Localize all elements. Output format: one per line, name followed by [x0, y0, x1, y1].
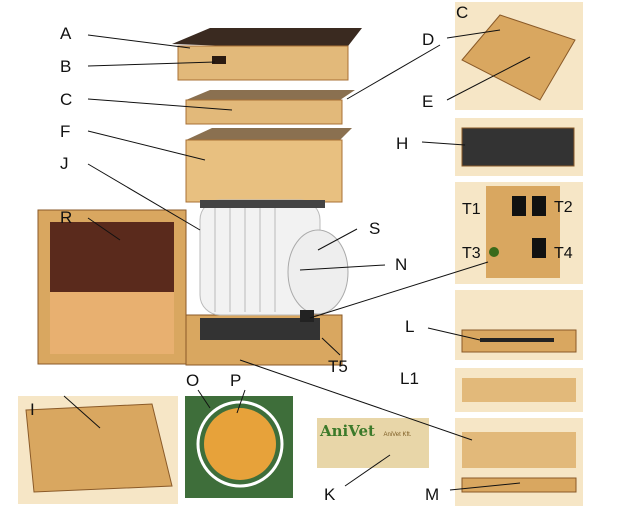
- switch-t2: [532, 196, 546, 216]
- label-l1: L1: [400, 369, 419, 388]
- label-t1: T1: [462, 201, 481, 218]
- board-i: [25, 403, 173, 493]
- switch-t1: [512, 196, 526, 216]
- disc-p: [204, 408, 276, 480]
- label-p: P: [230, 371, 242, 390]
- cabinet-floor: [50, 292, 174, 354]
- ring-o: [196, 400, 284, 488]
- box-b: [177, 45, 349, 81]
- label-r: R: [60, 208, 73, 227]
- label-n: N: [395, 255, 408, 274]
- label-j: J: [60, 154, 69, 173]
- label-m: M: [425, 485, 440, 504]
- label-e: E: [422, 92, 434, 111]
- switch-t4: [532, 238, 546, 258]
- frames-f-top: [186, 128, 352, 140]
- top-bar: [200, 200, 325, 208]
- label-d: D: [422, 30, 435, 49]
- label-t3: T3: [462, 245, 481, 262]
- drawer-l-slot: [480, 338, 554, 342]
- label-l: L: [405, 317, 415, 336]
- nameplate-brand: AniVet: [320, 422, 375, 440]
- cover-h: [461, 127, 575, 167]
- entrance-hole: [212, 56, 226, 64]
- label-h: H: [396, 134, 409, 153]
- label-o: O: [186, 371, 200, 390]
- frame-lines: [214, 205, 276, 312]
- switch-t5: [300, 310, 314, 322]
- label-s: S: [369, 219, 381, 238]
- nameplate-company: AniVet Kft.: [383, 432, 412, 438]
- roof-a: [172, 28, 362, 50]
- cabinet-back: [50, 222, 174, 292]
- label-i: I: [30, 400, 35, 419]
- drawer-m-back: [462, 432, 576, 468]
- label-t5: T5: [328, 357, 348, 376]
- super-c: [185, 99, 343, 125]
- label-k: K: [324, 485, 336, 504]
- label-c-inset: C: [456, 3, 469, 22]
- nameplate-k: [317, 418, 429, 468]
- inset-c-box: [461, 14, 576, 101]
- mesh-floor: [200, 318, 320, 340]
- frames-top: [186, 90, 355, 100]
- indicator-t3: [489, 247, 499, 257]
- label-t2: T2: [554, 199, 573, 216]
- board-l1: [462, 378, 576, 402]
- drawer-m: [461, 477, 577, 493]
- nameplate-text: AniVet AniVet Kft.: [320, 422, 426, 441]
- label-b: B: [60, 57, 72, 76]
- label-a: A: [60, 24, 72, 43]
- label-c: C: [60, 90, 73, 109]
- leader-lines: [63, 29, 531, 491]
- box-f: [185, 139, 343, 203]
- label-t4: T4: [554, 245, 573, 262]
- label-f: F: [60, 122, 71, 141]
- heater-n: [287, 229, 349, 315]
